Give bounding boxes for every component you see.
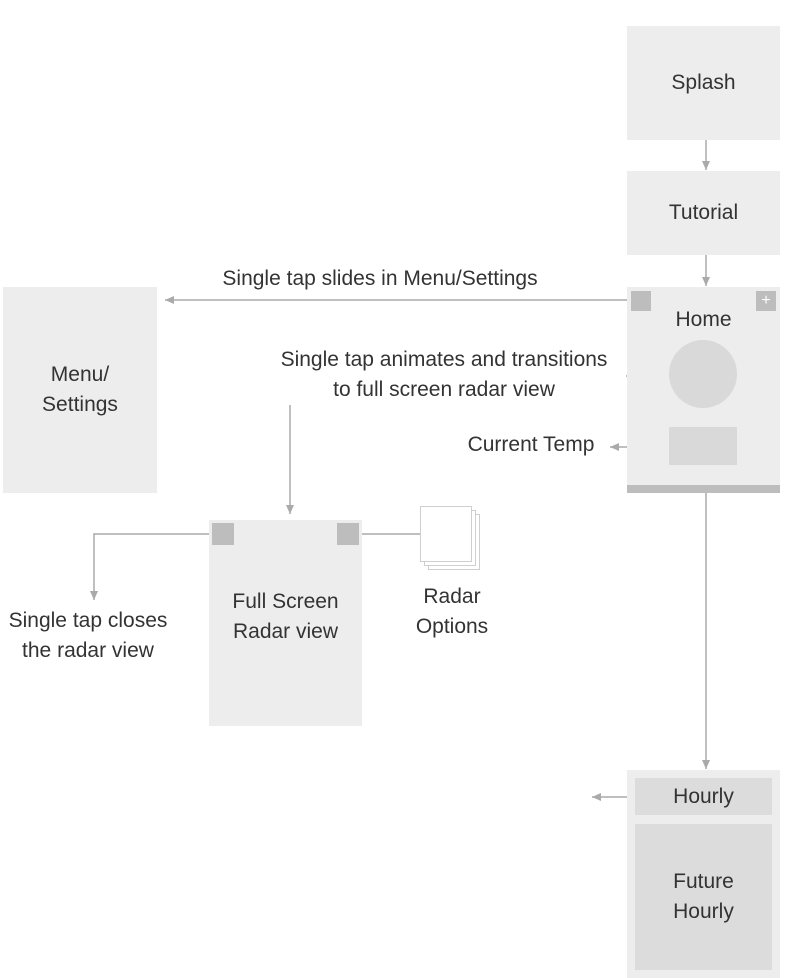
- menu-slide-annotation: Single tap slides in Menu/Settings: [222, 267, 538, 290]
- current-temp-widget: [669, 427, 737, 465]
- home-menu-button-icon[interactable]: [631, 291, 651, 311]
- plus-glyph: +: [761, 292, 771, 309]
- home-bottom-bar: [627, 485, 780, 493]
- full-screen-radar-box[interactable]: Full Screen Radar view: [209, 520, 362, 726]
- home-plus-icon[interactable]: +: [756, 291, 776, 311]
- home-circle-radar-preview[interactable]: [669, 340, 737, 408]
- hourly-screen-frame[interactable]: Hourly Future Hourly: [627, 770, 780, 978]
- current-temp-annotation: Current Temp: [467, 433, 595, 456]
- radar-transition-annotation: Single tap animates and transitions to f…: [262, 345, 626, 405]
- home-label: Home: [675, 308, 732, 331]
- radar-options-label: Radar Options: [415, 585, 489, 638]
- home-screen-box[interactable]: Home: [627, 287, 780, 493]
- close-radar-annotation: Single tap closes the radar view: [8, 609, 168, 662]
- future-hourly-section-box[interactable]: Future Hourly: [635, 824, 772, 970]
- menu-settings-box[interactable]: Menu/ Settings: [3, 287, 157, 493]
- menu-settings-label: Menu/ Settings: [42, 363, 118, 416]
- future-hourly-label: Future Hourly: [673, 870, 734, 923]
- full-screen-radar-label: Full Screen Radar view: [232, 590, 339, 643]
- hourly-section-box[interactable]: Hourly: [635, 778, 772, 815]
- arrow-close-radar: [90, 533, 212, 600]
- tutorial-screen-box[interactable]: Tutorial: [627, 171, 780, 255]
- radar-close-button-icon[interactable]: [212, 523, 234, 545]
- tutorial-label: Tutorial: [668, 201, 739, 224]
- radar-options-button-icon[interactable]: [337, 523, 359, 545]
- splash-screen-box[interactable]: Splash: [627, 26, 780, 140]
- hourly-label: Hourly: [673, 784, 734, 808]
- splash-label: Splash: [671, 71, 736, 94]
- radar-options-pages-icon: [420, 506, 482, 570]
